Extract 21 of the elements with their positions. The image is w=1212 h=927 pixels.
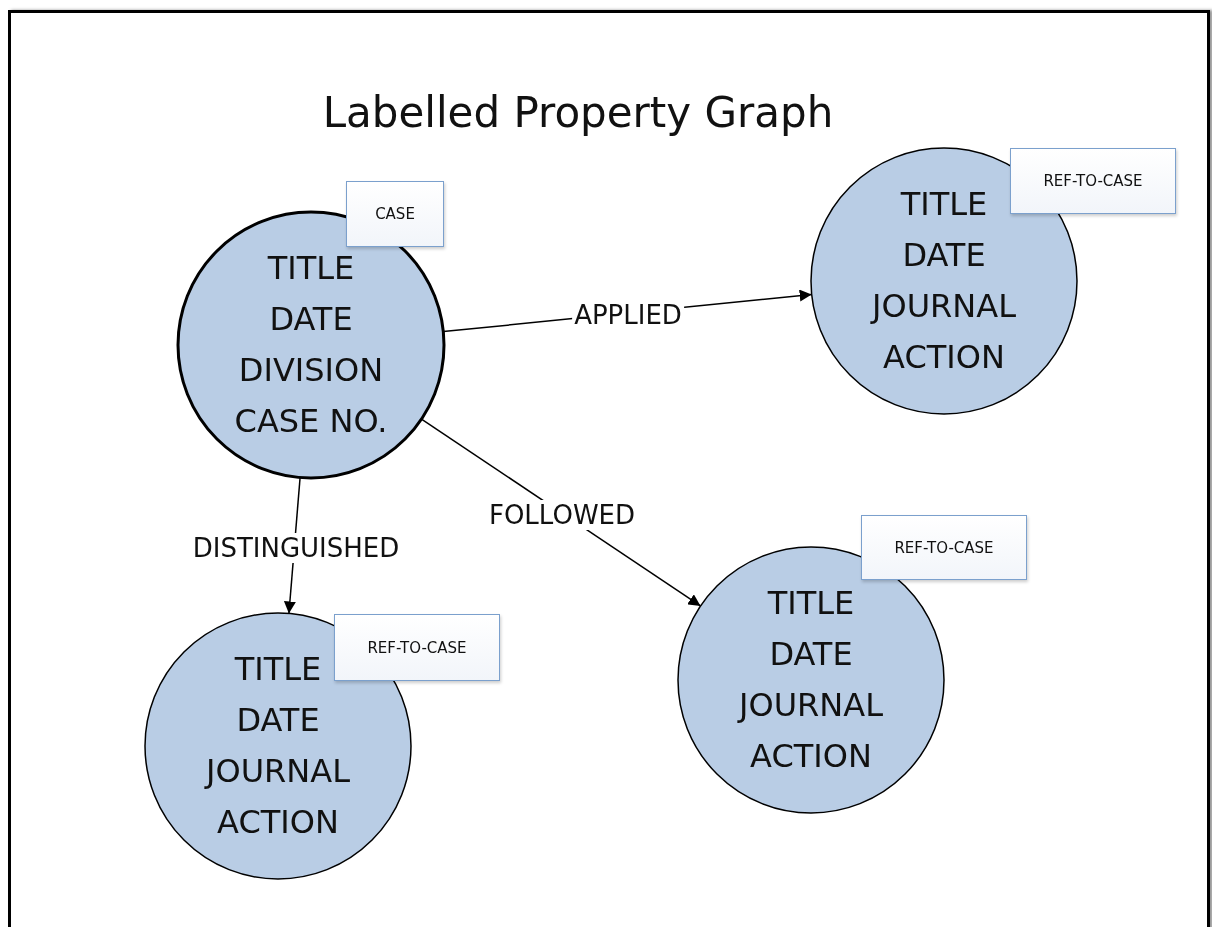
- property-name: TITLE: [900, 184, 988, 225]
- property-name: TITLE: [267, 248, 355, 289]
- property-name: ACTION: [750, 736, 872, 777]
- property-name: TITLE: [234, 649, 322, 690]
- label-tag: REF-TO-CASE: [861, 515, 1027, 580]
- property-name: DATE: [902, 235, 986, 276]
- label-tag: REF-TO-CASE: [334, 614, 500, 681]
- property-name: ACTION: [883, 337, 1005, 378]
- property-name: DATE: [269, 299, 353, 340]
- property-name: JOURNAL: [872, 286, 1016, 327]
- property-name: JOURNAL: [206, 751, 350, 792]
- property-name: DIVISION: [238, 350, 384, 391]
- label-tag: CASE: [346, 181, 444, 247]
- property-name: JOURNAL: [739, 685, 883, 726]
- label-tag: REF-TO-CASE: [1010, 148, 1176, 214]
- property-name: CASE NO.: [234, 401, 388, 442]
- property-name: TITLE: [767, 583, 855, 624]
- property-name: DATE: [769, 634, 853, 675]
- property-name: DATE: [236, 700, 320, 741]
- diagram-title: Labelled Property Graph: [321, 88, 835, 137]
- property-name: ACTION: [217, 802, 339, 843]
